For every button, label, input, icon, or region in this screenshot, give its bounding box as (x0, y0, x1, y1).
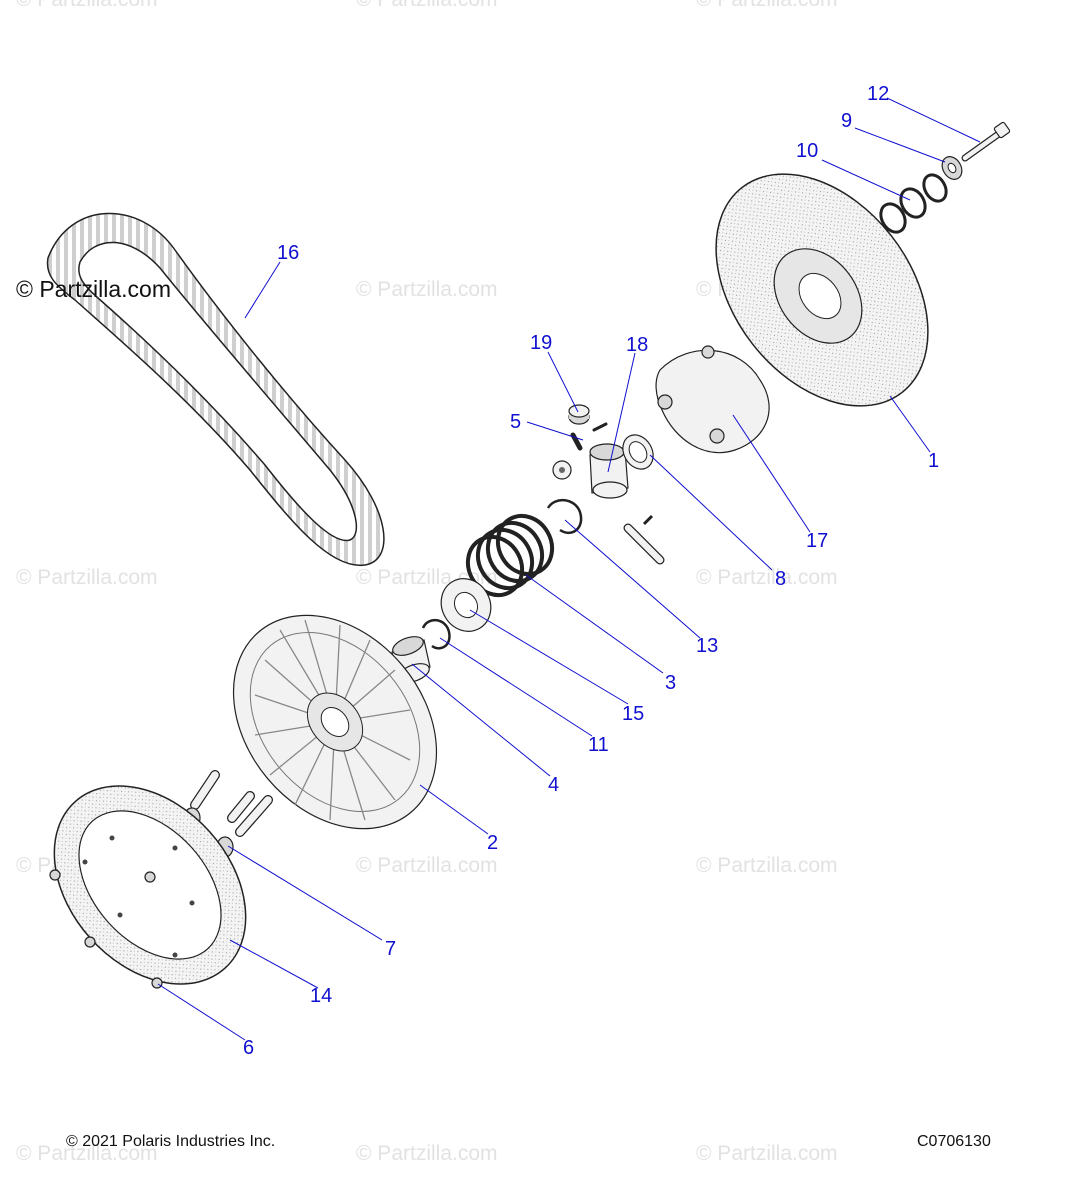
callout-18: 18 (626, 334, 648, 356)
watermark: © Partzilla.com (356, 278, 498, 301)
callout-11: 11 (588, 734, 609, 756)
callout-2: 2 (487, 832, 498, 854)
drive-sheave (715, 173, 929, 407)
shaft-pin (623, 514, 665, 565)
callout-numbers: 12 9 10 16 19 18 5 1 17 8 13 3 15 11 4 2… (243, 83, 939, 1059)
leader-lines (157, 97, 981, 1041)
callout-7: 7 (385, 938, 396, 960)
fixed-sheave (232, 614, 438, 830)
callout-19: 19 (530, 332, 552, 354)
callout-14: 14 (310, 985, 332, 1007)
footer-copyright: © 2021 Polaris Industries Inc. (66, 1133, 276, 1150)
callout-17: 17 (806, 530, 828, 552)
watermark: © Partzilla.com (696, 854, 838, 877)
washer (941, 156, 963, 180)
ring-plate (53, 785, 247, 985)
callout-10: 10 (796, 140, 818, 162)
watermark: © Partzilla.com (16, 0, 158, 12)
callout-5: 5 (510, 411, 521, 433)
shim-washers (879, 173, 948, 234)
watermark: © Partzilla.com (16, 1142, 158, 1165)
callout-13: 13 (696, 635, 718, 657)
bushing (622, 434, 654, 470)
bolt (961, 121, 1011, 162)
watermark: © Partzilla.com (356, 854, 498, 877)
spring-retainer (440, 578, 492, 632)
roller (589, 443, 629, 499)
callout-16: 16 (277, 242, 299, 264)
callout-4: 4 (548, 774, 559, 796)
snap-ring (546, 499, 583, 535)
watermark: © Partzilla.com (696, 1142, 838, 1165)
watermark: © Partzilla.com (696, 566, 838, 589)
brand-watermark: © Partzilla.com (16, 276, 171, 302)
callout-12: 12 (867, 83, 889, 105)
retaining-ring (421, 619, 451, 650)
watermark: © Partzilla.com (356, 1142, 498, 1165)
callout-3: 3 (665, 672, 676, 694)
roller-nut (568, 404, 590, 425)
callout-6: 6 (243, 1037, 254, 1059)
footer-diagram-code: C0706130 (917, 1133, 991, 1150)
watermark: © Partzilla.com (356, 0, 498, 12)
callout-1: 1 (928, 450, 939, 472)
spider (655, 345, 770, 454)
screws (49, 869, 163, 989)
callout-15: 15 (622, 703, 644, 725)
flange-bolts (183, 770, 273, 858)
watermark: © Partzilla.com (696, 0, 838, 12)
callout-9: 9 (841, 110, 852, 132)
drive-belt (46, 212, 385, 566)
callout-8: 8 (775, 568, 786, 590)
watermark: © Partzilla.com (16, 566, 158, 589)
